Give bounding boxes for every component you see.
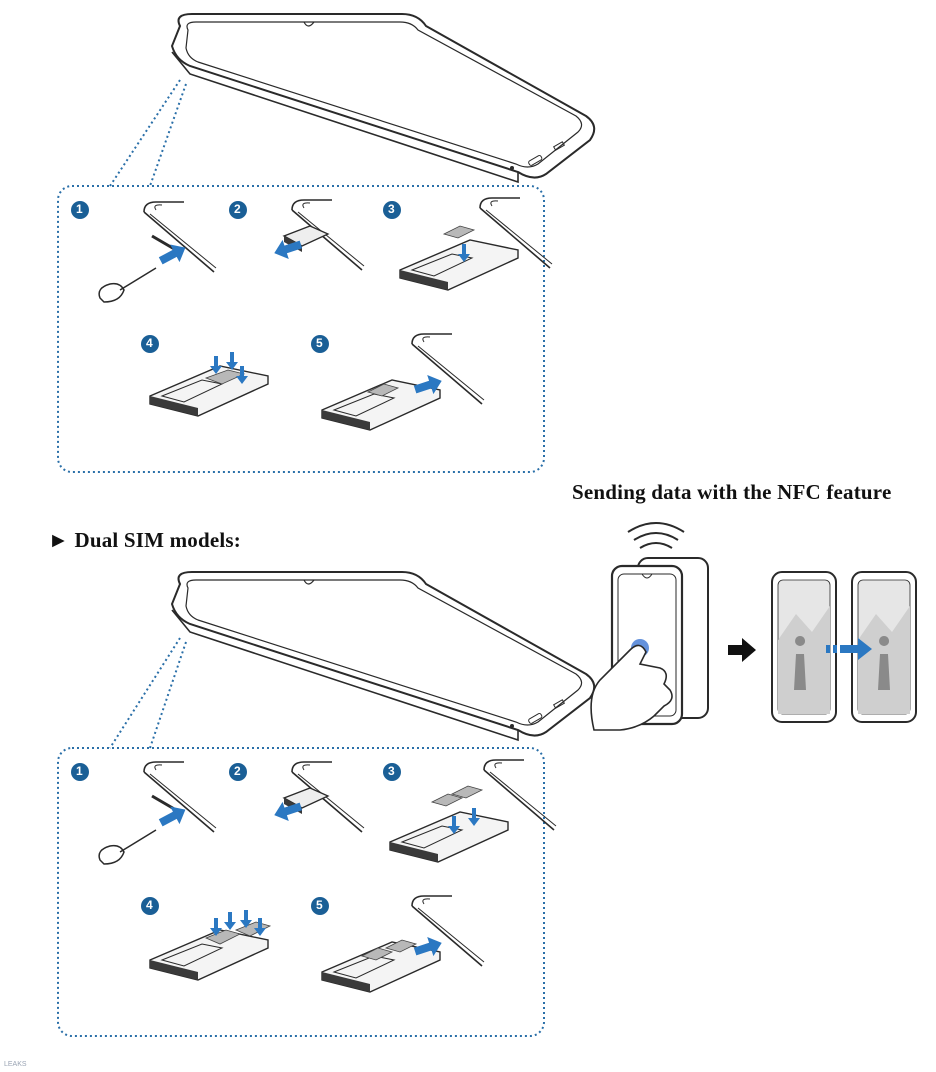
step-3-single bbox=[399, 197, 553, 291]
step-2-single bbox=[271, 199, 365, 271]
step-5-single bbox=[321, 333, 485, 431]
leader-line bbox=[109, 79, 181, 187]
step-number: 1 bbox=[76, 764, 83, 778]
leader-line bbox=[149, 83, 187, 187]
leader-line bbox=[109, 637, 181, 749]
nfc-receive-phones bbox=[771, 571, 917, 723]
nfc-section-title: Sending data with the NFC feature bbox=[572, 480, 892, 504]
leader-line bbox=[149, 641, 187, 749]
step-number: 5 bbox=[316, 336, 323, 350]
right-arrow-icon bbox=[728, 638, 756, 662]
dual-sim-label: Dual SIM models: bbox=[74, 528, 241, 552]
single-sim-phone bbox=[171, 13, 596, 183]
step-3-dual bbox=[389, 759, 557, 863]
step-number: 1 bbox=[76, 202, 83, 216]
sim-eject-pin-icon bbox=[98, 829, 157, 865]
step-number: 3 bbox=[388, 764, 395, 778]
step-number: 3 bbox=[388, 202, 395, 216]
watermark: LEAKS bbox=[4, 1061, 27, 1068]
step-number: 4 bbox=[146, 336, 153, 350]
down-arrow-icon bbox=[458, 244, 470, 262]
step-4-single bbox=[149, 352, 269, 417]
hand bbox=[590, 644, 673, 731]
step-badges-single bbox=[71, 201, 401, 353]
step-2-dual bbox=[271, 761, 365, 833]
bullet-arrow-icon: ► bbox=[48, 528, 69, 552]
down-arrow-icon bbox=[448, 808, 480, 834]
step-number: 2 bbox=[234, 202, 241, 216]
dual-sim-phone bbox=[171, 571, 596, 741]
step-1-single bbox=[98, 201, 217, 303]
step-badges-dual bbox=[71, 763, 401, 915]
step-number: 2 bbox=[234, 764, 241, 778]
nfc-illustration bbox=[590, 522, 917, 731]
push-arrow-icon bbox=[156, 800, 191, 832]
push-arrow-icon bbox=[156, 238, 191, 270]
down-arrow-icon bbox=[210, 910, 266, 936]
sim-eject-pin-icon bbox=[98, 267, 157, 303]
dual-sim-heading: ► Dual SIM models: bbox=[48, 528, 241, 553]
steps-frame-dual bbox=[57, 747, 545, 1037]
down-arrow-icon bbox=[210, 352, 248, 384]
step-number: 5 bbox=[316, 898, 323, 912]
step-number: 4 bbox=[146, 898, 153, 912]
step-1-dual bbox=[98, 761, 217, 865]
step-4-dual bbox=[149, 910, 272, 981]
nfc-wave-icon bbox=[627, 522, 685, 549]
transfer-arrow-icon bbox=[826, 638, 872, 660]
step-5-dual bbox=[321, 895, 485, 993]
